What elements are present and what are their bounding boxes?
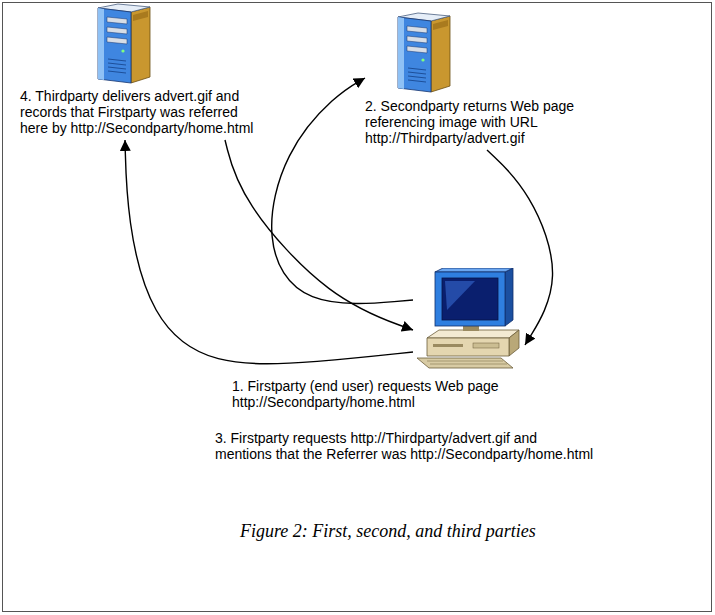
request-arrow — [225, 140, 413, 330]
step-text: 4. Thirdparty delivers advert.gif and re… — [20, 88, 261, 136]
step-text: 3. Firstparty requests http://Thirdparty… — [215, 430, 596, 462]
computer-picture — [417, 268, 519, 368]
server-icon — [93, 3, 153, 85]
computer-picture — [398, 13, 450, 92]
server-icon — [393, 12, 453, 94]
request-arrow — [125, 140, 413, 364]
step-text: 1. Firstparty (end user) requests Web pa… — [232, 378, 514, 410]
step-text: 2. Secondparty returns Web page referenc… — [365, 98, 647, 146]
desktop-icon — [413, 268, 525, 370]
firstparty-desktop: 1. Firstparty (end user) requests Web pa… — [413, 268, 525, 370]
frame-border — [3, 3, 712, 612]
secondparty-server: 2. Secondparty returns Web page referenc… — [365, 12, 647, 150]
computer-picture — [98, 4, 150, 83]
thirdparty-server: 4. Thirdparty delivers advert.gif and re… — [20, 3, 261, 140]
figure-caption: Figure 2: First, second, and third parti… — [240, 521, 536, 542]
